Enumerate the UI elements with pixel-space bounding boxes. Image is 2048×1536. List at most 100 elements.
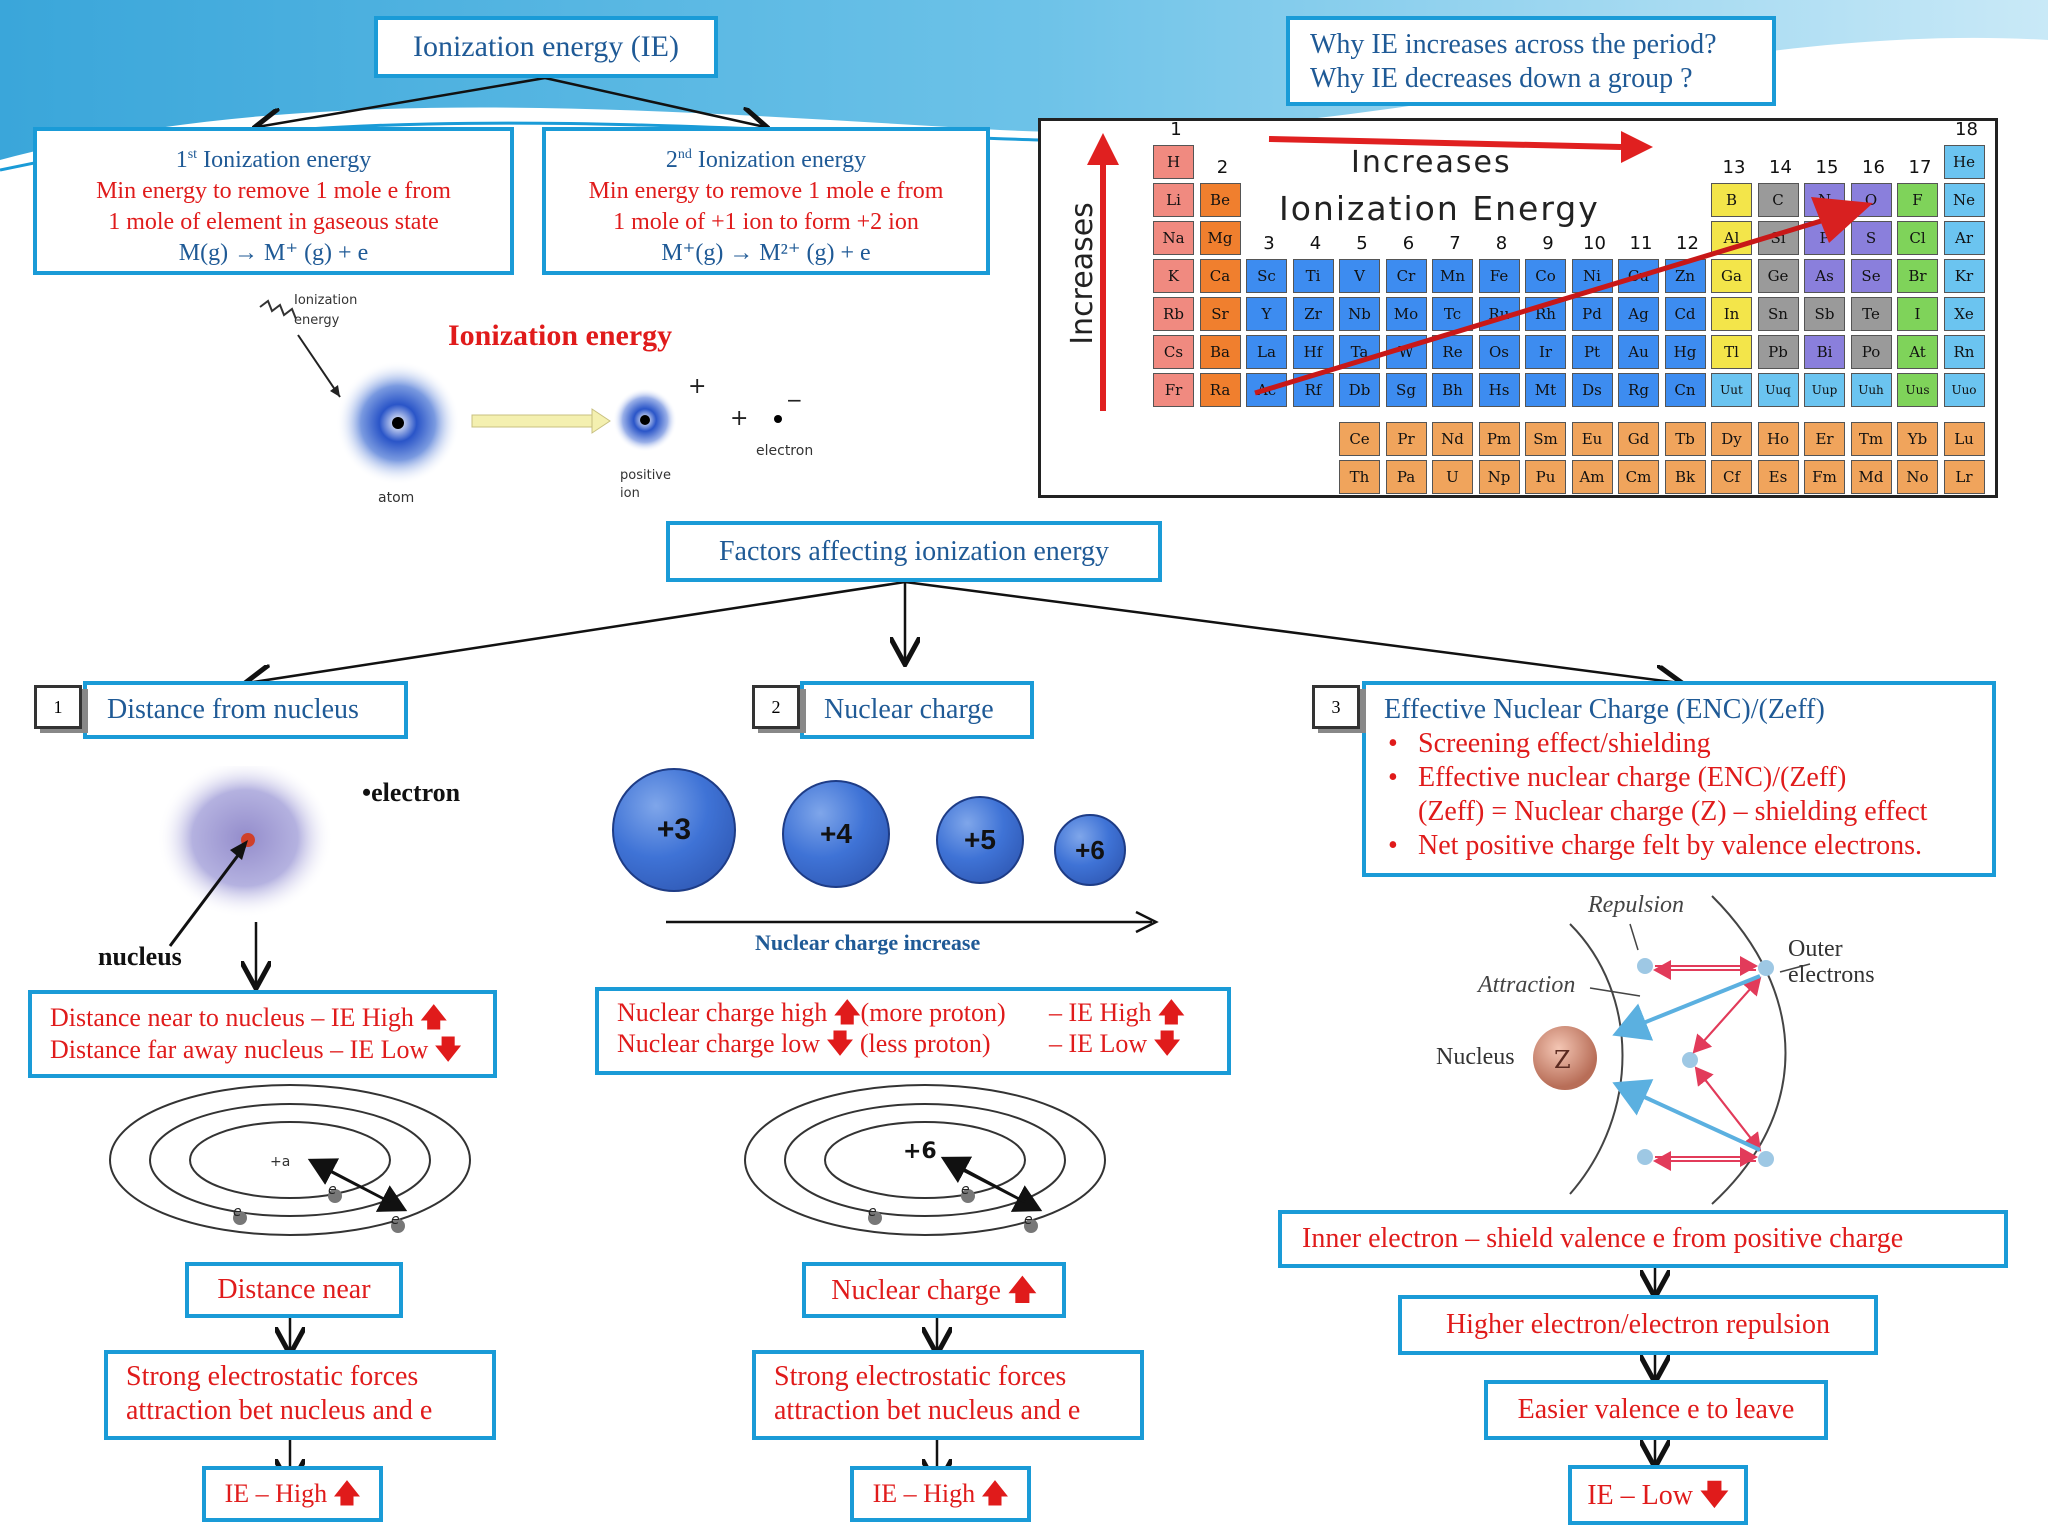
pt-top-label: Increases	[1351, 145, 1512, 180]
arrow-down-icon: 🡇	[434, 1035, 462, 1065]
element-cell: Ta	[1339, 335, 1380, 369]
second-ie-heading: 2nd Ionization energy	[665, 147, 867, 173]
attraction-label: Attraction	[1478, 972, 1576, 998]
arrow-up-icon: 🡅	[420, 1003, 448, 1033]
second-ie-line-1: Min energy to remove 1 mole e from	[588, 178, 944, 204]
pt-group-number: 14	[1769, 157, 1792, 178]
factor-1-nucleus-label: nucleus	[98, 942, 182, 971]
element-cell: Se	[1850, 259, 1892, 293]
element-cell: Uus	[1897, 373, 1938, 407]
factor-2-title-box: Nuclear charge	[800, 681, 1034, 739]
element-cell: Be	[1199, 183, 1241, 217]
factor-1-step-2-line-1: Strong electrostatic forces	[126, 1361, 419, 1392]
element-cell: Cs	[1153, 335, 1194, 369]
element-cell: Ar	[1943, 221, 1985, 255]
element-cell: B	[1711, 183, 1752, 217]
factor-1-number: 1	[34, 685, 82, 729]
second-ie-box: 2nd Ionization energy Min energy to remo…	[542, 127, 990, 275]
element-cell: Y	[1246, 297, 1287, 331]
element-cell: Na	[1153, 221, 1194, 255]
element-cell: K	[1153, 259, 1194, 293]
element-cell: Ga	[1711, 259, 1752, 293]
arrow-up-icon: 🡅	[1158, 998, 1185, 1028]
pt-group-number: 5	[1356, 233, 1368, 254]
pt-group-number: 4	[1309, 233, 1322, 254]
element-cell: Cd	[1664, 297, 1706, 331]
element-cell: Tc	[1432, 297, 1473, 331]
outer-electrons-label-2: electrons	[1788, 962, 1875, 988]
svg-text:e: e	[1024, 1212, 1033, 1228]
element-cell: Lu	[1943, 422, 1985, 457]
element-cell: Np	[1478, 460, 1520, 495]
element-cell: F	[1897, 183, 1938, 217]
element-cell: Ds	[1571, 373, 1613, 407]
nucleus-label: Nucleus	[1436, 1044, 1515, 1070]
pt-group-number: 8	[1495, 233, 1508, 254]
element-cell: Pt	[1571, 335, 1613, 369]
element-cell: Ag	[1618, 297, 1659, 331]
element-cell: Ca	[1199, 259, 1241, 293]
element-cell: Li	[1153, 183, 1194, 217]
element-cell: Pb	[1757, 335, 1799, 369]
second-ie-equation: M⁺(g) → M²⁺ (g) + e	[661, 240, 871, 266]
element-cell: Mt	[1525, 373, 1566, 407]
factor-3-bullet-2: •Effective nuclear charge (ENC)/(Zeff)	[1388, 762, 1847, 793]
element-cell: Cf	[1711, 460, 1752, 495]
factor-3-step-3-box: Easier valence e to leave	[1484, 1380, 1828, 1440]
factor-2-step-1: Nuclear charge	[831, 1275, 1001, 1306]
nuclear-charge-axis	[666, 910, 1159, 934]
element-cell: Br	[1897, 259, 1938, 293]
element-cell: He	[1943, 145, 1985, 179]
pt-group-number: 12	[1676, 233, 1699, 254]
factors-title: Factors affecting ionization energy	[718, 536, 1110, 567]
svg-text:+: +	[730, 406, 748, 431]
element-cell: Rf	[1292, 373, 1334, 407]
element-cell: Uut	[1711, 373, 1752, 407]
charge-sphere-4: +4	[782, 780, 890, 888]
pt-group-number: 17	[1908, 157, 1932, 178]
element-cell: Db	[1339, 373, 1380, 407]
element-cell: Sc	[1246, 259, 1287, 293]
element-cell: W	[1385, 335, 1427, 369]
element-cell: Cn	[1664, 373, 1706, 407]
pt-group-number: 6	[1402, 233, 1415, 254]
element-cell: Sb	[1804, 297, 1845, 331]
element-cell: Cu	[1618, 259, 1659, 293]
element-cell: Uuh	[1850, 373, 1892, 407]
factor-3-formula: (Zeff) = Nuclear charge (Z) – shielding …	[1418, 796, 1928, 827]
label-atom: atom	[378, 490, 415, 506]
element-cell: Re	[1432, 335, 1473, 369]
element-cell: Hs	[1478, 373, 1520, 407]
factor-1-summary-box: Distance near to nucleus – IE High 🡅 Dis…	[28, 990, 497, 1078]
factor-2-title: Nuclear charge	[824, 694, 994, 725]
element-cell: In	[1711, 297, 1752, 331]
arrow-up-icon: 🡅	[1007, 1273, 1037, 1306]
label-positive-ion-2: ion	[620, 486, 640, 501]
factor-2-step-2-line-2: attraction bet nucleus and e	[774, 1395, 1081, 1426]
element-cell: Lr	[1943, 460, 1985, 495]
element-cell: Sg	[1385, 373, 1427, 407]
element-cell: Ba	[1199, 335, 1241, 369]
element-cell: Zn	[1664, 259, 1706, 293]
element-cell: Hg	[1664, 335, 1706, 369]
pt-group-number: 16	[1862, 157, 1885, 178]
svg-text:−: −	[786, 388, 803, 412]
factors-title-box: Factors affecting ionization energy	[666, 521, 1162, 582]
first-ie-equation: M(g) → M⁺ (g) + e	[178, 240, 369, 266]
factor-1-near: Distance near to nucleus – IE High 🡅	[50, 1003, 448, 1033]
element-cell: Fe	[1478, 259, 1520, 293]
nuclear-charge-axis-label: Nuclear charge increase	[755, 930, 981, 955]
element-cell: Er	[1804, 422, 1845, 457]
element-cell: Uuq	[1757, 373, 1799, 407]
factor-3-step-4-box: IE – Low 🡇	[1568, 1465, 1748, 1525]
element-cell: Ac	[1246, 373, 1287, 407]
ie-process-graphic: + + −	[259, 299, 803, 485]
pt-group-number: 10	[1583, 233, 1606, 254]
pt-group-number: 15	[1815, 157, 1839, 178]
first-ie-line-1: Min energy to remove 1 mole e from	[96, 178, 451, 204]
element-cell: Md	[1850, 460, 1892, 495]
factor-2-summary-box: Nuclear charge high 🡅(more proton) – IE …	[595, 987, 1231, 1075]
second-ie-line-2: 1 mole of +1 ion to form +2 ion	[613, 209, 919, 235]
factor-1-step-1-box: Distance near	[185, 1262, 403, 1318]
element-cell: Cl	[1897, 221, 1938, 255]
